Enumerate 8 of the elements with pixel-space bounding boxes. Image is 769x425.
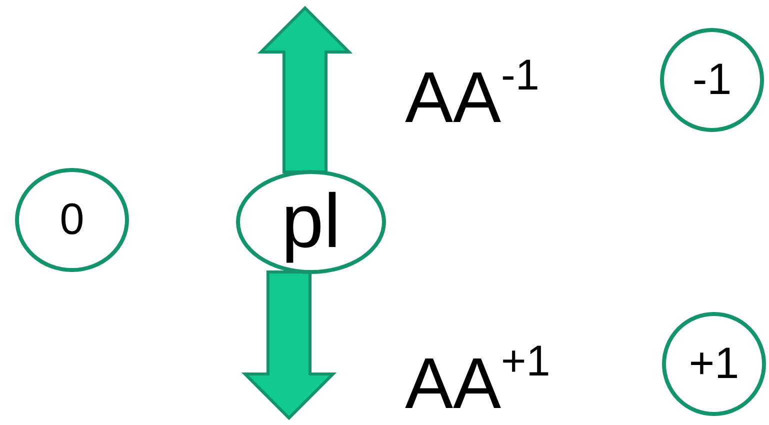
amino-acid-label: AA$^{-1}$ xyxy=(405,62,540,134)
circle-node: 0 xyxy=(15,168,129,272)
block-arrow xyxy=(257,6,353,174)
amino-acid-label: AA$^{+1}$ xyxy=(405,348,550,420)
circle-node: -1 xyxy=(660,28,764,132)
circle-node: +1 xyxy=(662,312,766,416)
block-arrow xyxy=(241,270,337,420)
ellipse-node: pl xyxy=(236,170,386,274)
